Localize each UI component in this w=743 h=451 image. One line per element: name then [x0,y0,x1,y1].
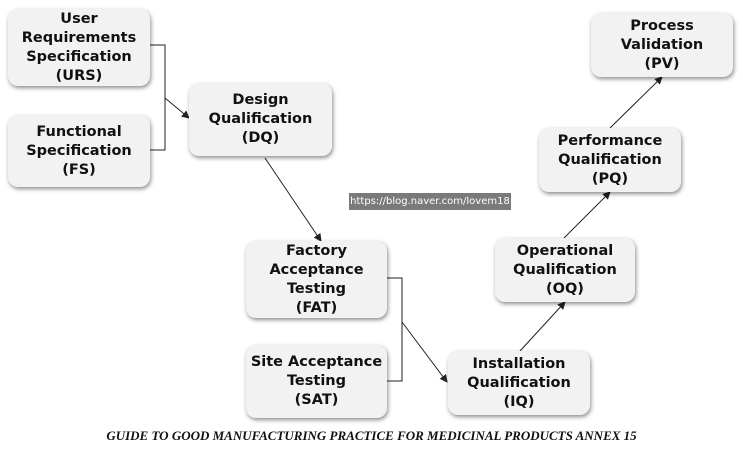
dq-line-2: Qualification [208,111,313,127]
oq-line-2: Qualification [513,261,617,278]
oq-line-3: (OQ) [546,280,584,297]
fs-line-1: Functional [36,123,122,140]
dq-box: Design Qualification (DQ) [189,83,332,156]
fat-line-4: (FAT) [295,299,338,316]
iq-line-1: Installation [472,355,566,372]
fat-box: Factory Acceptance Testing (FAT) [246,241,387,318]
iq-line-2: Qualification [467,374,571,391]
fs-line-2: Specification [26,142,132,159]
urs-box: User Requirements Specification (URS) [8,9,150,86]
pq-line-3: (PQ) [591,170,629,187]
pv-line-2: Validation [620,36,704,53]
urs-fs-to-dq-arrow [164,97,190,119]
pq-to-pv-arrow [609,76,663,129]
dq-line-3: (DQ) [241,130,280,146]
sat-line-1: Site Acceptance [250,354,383,370]
dq-line-1: Design [232,92,289,108]
fat-sat-bracket-line [386,277,403,382]
urs-line-1: User [60,10,98,27]
iq-line-3: (IQ) [503,393,535,410]
fs-box: Functional Specification (FS) [8,115,150,187]
pq-line-1: Performance [557,132,663,149]
pv-box: Process Validation (PV) [591,13,733,77]
fat-line-2: Acceptance [269,261,364,278]
pv-line-3: (PV) [644,55,680,72]
pv-line-1: Process [630,17,694,34]
urs-line-3: Specification [26,48,132,65]
oq-to-pq-arrow [563,191,611,239]
fs-line-3: (FS) [62,161,96,178]
sat-box: Site Acceptance Testing (SAT) [246,345,387,418]
sat-line-3: (SAT) [294,392,339,408]
dq-to-fat-arrow [264,157,322,242]
oq-box: Operational Qualification (OQ) [495,238,635,302]
fat-line-3: Testing [286,280,347,297]
pq-box: Performance Qualification (PQ) [539,128,681,192]
urs-line-2: Requirements [21,29,137,46]
fat-sat-to-iq-arrow [401,321,448,383]
iq-to-oq-arrow [519,301,566,352]
sat-line-2: Testing [286,373,347,389]
urs-bracket-line [150,44,166,151]
pq-line-2: Qualification [558,151,662,168]
fat-line-1: Factory [286,242,347,259]
watermark-url: https://blog.naver.com/lovem18 [349,193,511,210]
diagram-caption: GUIDE TO GOOD MANUFACTURING PRACTICE FOR… [106,428,637,443]
oq-line-1: Operational [516,242,614,259]
iq-box: Installation Qualification (IQ) [448,351,590,415]
urs-line-4: (URS) [55,67,103,84]
